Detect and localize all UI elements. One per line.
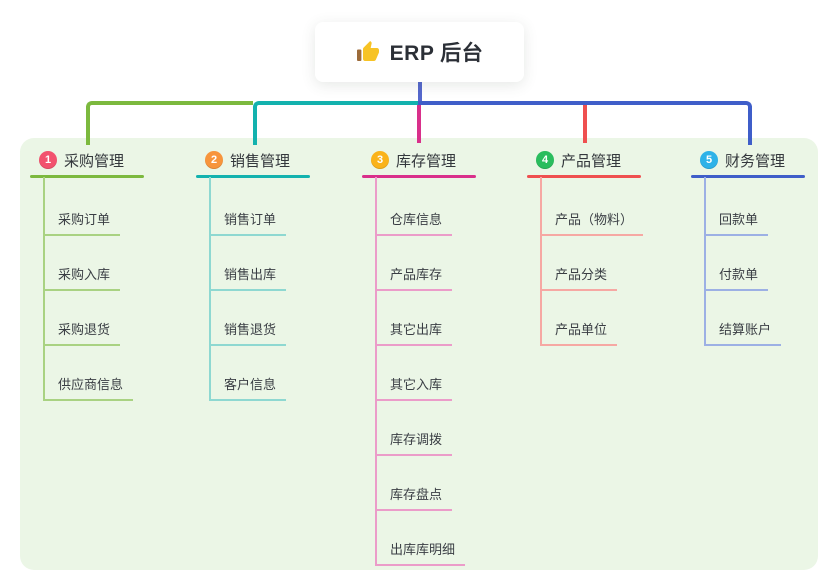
branch-sales: 2 销售管理 销售订单 销售出库 销售退货 客户信息 [196, 149, 310, 401]
node-outbound-detail[interactable]: 出库库明细 [375, 535, 466, 566]
node-receipt-bill[interactable]: 回款单 [704, 205, 769, 236]
connector-branch-1 [86, 101, 253, 145]
branch-title-product[interactable]: 4 产品管理 [527, 149, 641, 171]
branch-title-sales[interactable]: 2 销售管理 [196, 149, 310, 171]
thumbs-up-icon [356, 41, 379, 61]
branch-inventory: 3 库存管理 仓库信息 产品库存 其它出库 其它入库 库存调拨 库存盘点 出库库… [362, 149, 476, 566]
branch-underline [691, 175, 805, 178]
branch-procurement: 1 采购管理 采购订单 采购入库 采购退货 供应商信息 [30, 149, 144, 401]
branch-underline [30, 175, 144, 178]
node-settlement-account[interactable]: 结算账户 [704, 315, 782, 346]
branch-finance: 5 财务管理 回款单 付款单 结算账户 [691, 149, 805, 346]
branch-title-label: 财务管理 [725, 152, 786, 170]
node-warehouse-info[interactable]: 仓库信息 [375, 205, 453, 236]
root-title: ERP 后台 [389, 42, 484, 65]
badge-1: 1 [39, 151, 57, 169]
node-product-material[interactable]: 产品（物料） [540, 205, 644, 236]
badge-5: 5 [700, 151, 718, 169]
branch-underline [527, 175, 641, 178]
branch-product: 4 产品管理 产品（物料） 产品分类 产品单位 [527, 149, 644, 346]
branch-child-line [43, 177, 45, 399]
branch-child-line [209, 177, 211, 399]
branch-title-label: 采购管理 [64, 152, 125, 170]
connector-trunk [418, 82, 422, 105]
node-other-outbound[interactable]: 其它出库 [375, 315, 453, 346]
branch-title-finance[interactable]: 5 财务管理 [691, 149, 805, 171]
connector-branch-5 [418, 101, 752, 145]
connector-branch-3 [417, 105, 421, 143]
node-customer-info[interactable]: 客户信息 [209, 370, 287, 401]
branch-title-procurement[interactable]: 1 采购管理 [30, 149, 144, 171]
node-sales-order[interactable]: 销售订单 [209, 205, 287, 236]
branch-child-line [704, 177, 706, 344]
node-purchase-return[interactable]: 采购退货 [43, 315, 121, 346]
node-sales-outbound[interactable]: 销售出库 [209, 260, 287, 291]
node-payment-bill[interactable]: 付款单 [704, 260, 769, 291]
node-supplier-info[interactable]: 供应商信息 [43, 370, 134, 401]
branch-title-label: 库存管理 [396, 152, 457, 170]
branch-child-line [375, 177, 377, 564]
branch-child-line [540, 177, 542, 344]
badge-2: 2 [205, 151, 223, 169]
node-purchase-inbound[interactable]: 采购入库 [43, 260, 121, 291]
branch-underline [362, 175, 476, 178]
connector-branch-4 [583, 105, 587, 143]
node-sales-return[interactable]: 销售退货 [209, 315, 287, 346]
node-other-inbound[interactable]: 其它入库 [375, 370, 453, 401]
background-panel [20, 138, 818, 570]
node-stock-count[interactable]: 库存盘点 [375, 480, 453, 511]
branch-underline [196, 175, 310, 178]
branch-title-inventory[interactable]: 3 库存管理 [362, 149, 476, 171]
node-stock-transfer[interactable]: 库存调拨 [375, 425, 453, 456]
root-node[interactable]: ERP 后台 [315, 22, 524, 82]
node-product-unit[interactable]: 产品单位 [540, 315, 618, 346]
badge-3: 3 [371, 151, 389, 169]
branch-title-label: 销售管理 [230, 152, 291, 170]
connector-branch-2 [253, 101, 419, 145]
node-product-stock[interactable]: 产品库存 [375, 260, 453, 291]
node-product-category[interactable]: 产品分类 [540, 260, 618, 291]
badge-4: 4 [536, 151, 554, 169]
branch-title-label: 产品管理 [561, 152, 622, 170]
node-purchase-order[interactable]: 采购订单 [43, 205, 121, 236]
